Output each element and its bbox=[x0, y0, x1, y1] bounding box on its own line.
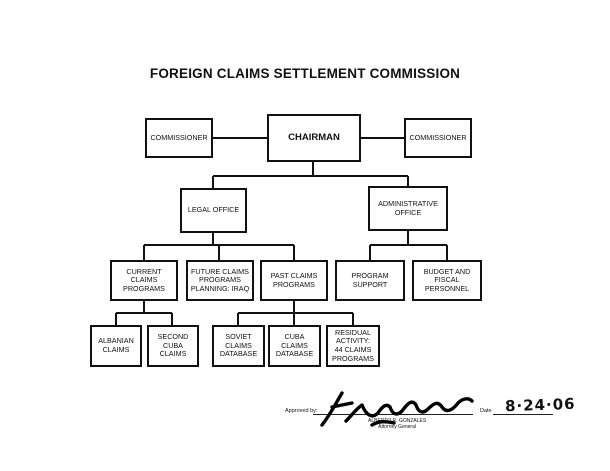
approver-title: Attorney General bbox=[378, 424, 416, 431]
second-cuba-line-1: SECOND bbox=[157, 332, 189, 342]
past-claims-line-2: PROGRAMS bbox=[273, 279, 315, 289]
approved-by-label: Approved by: bbox=[285, 408, 318, 414]
chairman-label: CHAIRMAN bbox=[288, 131, 340, 143]
soviet-claims-database-box: SOVIET CLAIMS DATABASE bbox=[212, 325, 265, 367]
albanian-claims-line-2: CLAIMS bbox=[102, 345, 130, 354]
date-line bbox=[493, 414, 553, 415]
current-claims-line-1: CURRENT bbox=[126, 266, 162, 276]
commissioner-left-box: COMMISSIONER bbox=[145, 118, 213, 158]
future-claims-line-2: PROGRAMS bbox=[199, 275, 241, 285]
current-claims-line-2: CLAIMS bbox=[130, 275, 158, 285]
program-support-box: PROGRAM SUPPORT bbox=[335, 260, 405, 301]
cuba-claims-line-3: DATABASE bbox=[275, 349, 314, 359]
cuba-claims-line-1: CUBA bbox=[284, 332, 305, 342]
approver-name: ALBERTO R. GONZALES bbox=[368, 418, 427, 424]
second-cuba-claims-box: SECOND CUBA CLAIMS bbox=[147, 325, 199, 367]
future-claims-programs-box: FUTURE CLAIMS PROGRAMS PLANNING: IRAQ bbox=[186, 260, 254, 301]
administrative-office-box: ADMINISTRATIVE OFFICE bbox=[368, 186, 448, 231]
albanian-claims-line-1: ALBANIAN bbox=[98, 336, 134, 346]
residual-line-2: ACTIVITY: bbox=[336, 336, 370, 346]
past-claims-line-1: PAST CLAIMS bbox=[270, 270, 318, 280]
approver-name-block: ALBERTO R. GONZALES Attorney General bbox=[368, 418, 426, 430]
chairman-box: CHAIRMAN bbox=[267, 114, 361, 162]
future-claims-line-3: PLANNING: IRAQ bbox=[190, 283, 250, 293]
residual-activity-box: RESIDUAL ACTIVITY: 44 CLAIMS PROGRAMS bbox=[326, 325, 380, 367]
handwritten-date: 8·24·06 bbox=[504, 394, 576, 416]
residual-line-1: RESIDUAL bbox=[335, 327, 371, 337]
legal-office-label: LEGAL OFFICE bbox=[187, 205, 240, 215]
budget-line-1: BUDGET AND bbox=[423, 266, 471, 276]
residual-line-3: 44 CLAIMS bbox=[334, 345, 372, 354]
residual-line-4: PROGRAMS bbox=[332, 353, 374, 363]
date-label: Date bbox=[480, 408, 492, 414]
second-cuba-line-2: CUBA bbox=[163, 340, 183, 350]
soviet-claims-line-3: DATABASE bbox=[219, 349, 258, 359]
budget-line-2: FISCAL bbox=[434, 275, 460, 285]
administrative-office-line-2: OFFICE bbox=[394, 207, 422, 217]
current-claims-line-3: PROGRAMS bbox=[123, 283, 165, 293]
cuba-claims-database-box: CUBA CLAIMS DATABASE bbox=[268, 325, 321, 367]
current-claims-programs-box: CURRENT CLAIMS PROGRAMS bbox=[110, 260, 178, 301]
legal-office-box: LEGAL OFFICE bbox=[180, 188, 247, 233]
page-title: FOREIGN CLAIMS SETTLEMENT COMMISSION bbox=[149, 66, 461, 81]
second-cuba-line-3: CLAIMS bbox=[159, 349, 187, 359]
commissioner-right-box: COMMISSIONER bbox=[404, 118, 472, 158]
program-support-line-1: PROGRAM bbox=[351, 270, 389, 280]
handwritten-signature bbox=[320, 391, 474, 427]
program-support-line-2: SUPPORT bbox=[352, 279, 388, 289]
cuba-claims-line-2: CLAIMS bbox=[281, 340, 308, 350]
budget-line-3: PERSONNEL bbox=[424, 283, 470, 293]
administrative-office-line-1: ADMINISTRATIVE bbox=[378, 198, 438, 208]
soviet-claims-line-1: SOVIET bbox=[225, 332, 252, 342]
soviet-claims-line-2: CLAIMS bbox=[225, 340, 252, 350]
past-claims-programs-box: PAST CLAIMS PROGRAMS bbox=[260, 260, 328, 301]
budget-fiscal-personnel-box: BUDGET AND FISCAL PERSONNEL bbox=[412, 260, 482, 301]
commissioner-left-label: COMMISSIONER bbox=[150, 132, 208, 142]
future-claims-line-1: FUTURE CLAIMS bbox=[191, 266, 249, 276]
commissioner-right-label: COMMISSIONER bbox=[409, 132, 467, 142]
albanian-claims-box: ALBANIAN CLAIMS bbox=[90, 325, 142, 367]
